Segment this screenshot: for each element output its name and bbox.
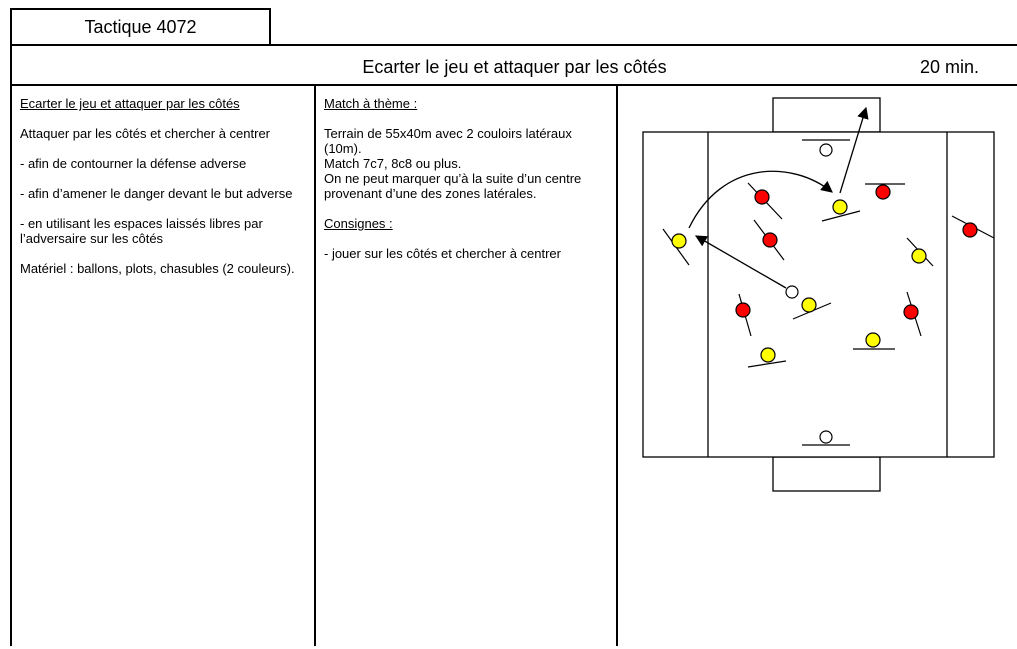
objective-line: - afin de contourner la défense adverse bbox=[20, 156, 247, 171]
title-bar: Ecarter le jeu et attaquer par les côtés… bbox=[10, 46, 1017, 86]
red-player bbox=[875, 184, 891, 200]
header-divider bbox=[271, 44, 1017, 46]
players-layer bbox=[662, 139, 995, 446]
objective-line: - en utilisant les espaces laissés libre… bbox=[20, 216, 263, 246]
organisation-column: Match à thème : Terrain de 55x40m avec 2… bbox=[314, 86, 616, 646]
yellow-player bbox=[801, 297, 817, 313]
objective-line: Attaquer par les côtés et chercher à cen… bbox=[20, 126, 271, 141]
objective-line: - afin d’amener le danger devant le but … bbox=[20, 186, 293, 201]
player-marker-line bbox=[821, 210, 861, 222]
bottom-goal-box bbox=[772, 456, 881, 492]
cross-arrow bbox=[688, 170, 833, 229]
red-player bbox=[903, 304, 919, 320]
theme-heading: Match à thème : bbox=[324, 96, 418, 111]
red-player bbox=[762, 232, 778, 248]
red-player bbox=[754, 189, 770, 205]
white-player bbox=[819, 143, 833, 157]
drill-title: Ecarter le jeu et attaquer par les côtés bbox=[362, 57, 667, 77]
shot-arrow bbox=[839, 106, 869, 194]
objectives-heading: Ecarter le jeu et attaquer par les côtés bbox=[20, 96, 240, 111]
equipment-line: Matériel : ballons, plots, chasubles (2 … bbox=[20, 261, 295, 276]
yellow-player bbox=[760, 347, 776, 363]
objectives-column: Ecarter le jeu et attaquer par les côtés… bbox=[10, 86, 314, 646]
yellow-player bbox=[832, 199, 848, 215]
yellow-player bbox=[911, 248, 927, 264]
diagram-column bbox=[616, 86, 1017, 646]
white-player bbox=[785, 285, 799, 299]
theme-line: Match 7c7, 8c8 ou plus. bbox=[324, 156, 462, 171]
white-player bbox=[819, 430, 833, 444]
red-player bbox=[962, 222, 978, 238]
yellow-player bbox=[865, 332, 881, 348]
pitch-outline bbox=[642, 131, 995, 458]
drill-duration: 20 min. bbox=[919, 57, 979, 77]
theme-line: Terrain de 55x40m avec 2 couloirs latéra… bbox=[324, 126, 572, 156]
player-marker-line bbox=[747, 360, 787, 368]
instructions-heading: Consignes : bbox=[324, 216, 393, 231]
pass-arrow bbox=[694, 235, 787, 289]
pitch-diagram bbox=[642, 97, 995, 492]
drill-code: Tactique 4072 bbox=[10, 8, 271, 46]
theme-line: On ne peut marquer qu’à la suite d’un ce… bbox=[324, 171, 582, 201]
yellow-player bbox=[671, 233, 687, 249]
red-player bbox=[735, 302, 751, 318]
instruction-line: - jouer sur les côtés et chercher à cent… bbox=[324, 246, 561, 261]
